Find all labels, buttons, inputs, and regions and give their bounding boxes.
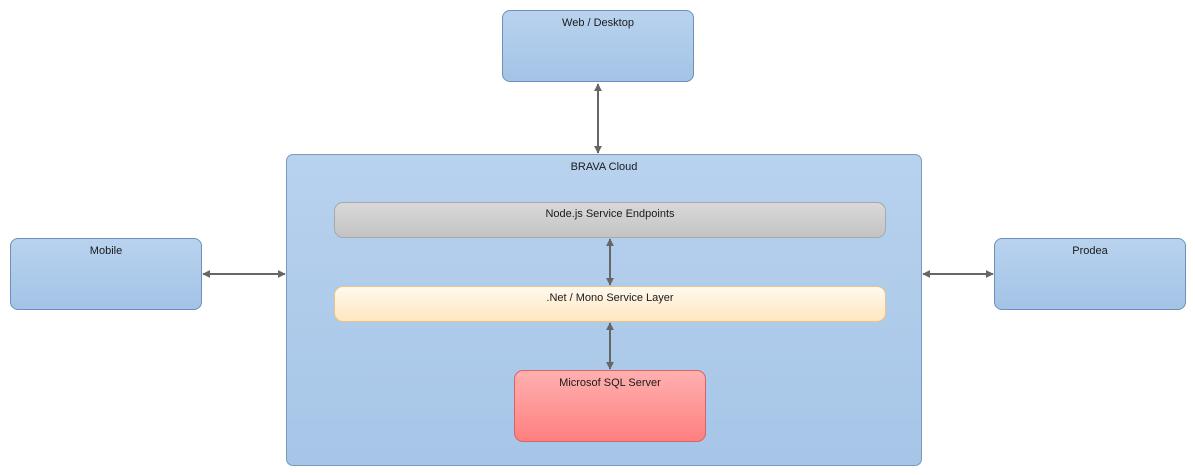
service-layer-node[interactable]: .Net / Mono Service Layer [334,286,886,322]
prodea-node[interactable]: Prodea [994,238,1186,310]
prodea-label: Prodea [1072,245,1108,257]
sql-server-node[interactable]: Microsof SQL Server [514,370,706,442]
service-layer-label: .Net / Mono Service Layer [546,292,674,304]
web-desktop-node[interactable]: Web / Desktop [502,10,694,82]
node-endpoints-node[interactable]: Node.js Service Endpoints [334,202,886,238]
sql-server-label: Microsof SQL Server [559,377,661,389]
mobile-node[interactable]: Mobile [10,238,202,310]
brava-cloud-label: BRAVA Cloud [570,161,638,173]
node-endpoints-label: Node.js Service Endpoints [545,208,675,220]
web-desktop-label: Web / Desktop [562,17,634,29]
mobile-label: Mobile [89,245,123,257]
